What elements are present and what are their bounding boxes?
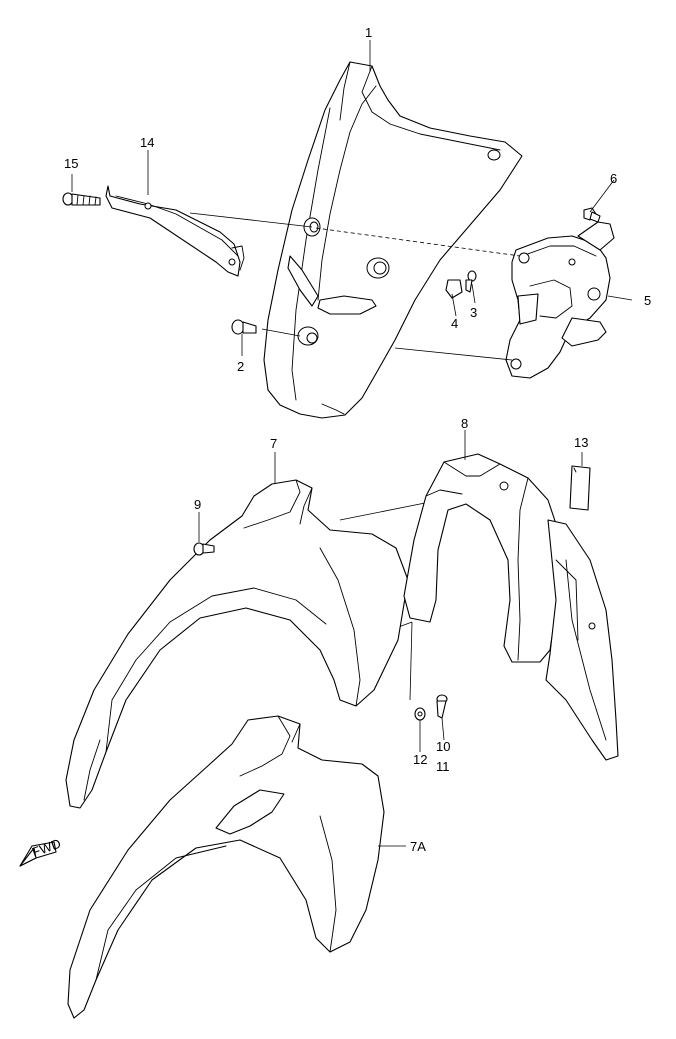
callout-7a: 7A xyxy=(410,839,426,854)
forward-arrow-icon: FWD xyxy=(19,836,63,867)
part-9-screw[interactable] xyxy=(193,542,215,556)
part-12-washer[interactable] xyxy=(414,707,426,721)
part-13-pad[interactable] xyxy=(569,465,591,511)
callout-14: 14 xyxy=(140,135,154,150)
part-4-clip-nut[interactable] xyxy=(445,279,463,299)
callout-6: 6 xyxy=(610,171,617,186)
callout-8: 8 xyxy=(461,416,468,431)
callout-2: 2 xyxy=(237,359,244,374)
part-1-front-cover[interactable] xyxy=(263,61,523,419)
callout-3: 3 xyxy=(470,305,477,320)
part-8-inner-fender[interactable] xyxy=(403,453,619,761)
part-6-bolt[interactable] xyxy=(583,207,601,223)
callout-13: 13 xyxy=(574,435,588,450)
callout-10: 10 xyxy=(436,739,450,754)
callout-1: 1 xyxy=(365,25,372,40)
callout-5: 5 xyxy=(644,293,651,308)
callout-labels: 1 2 3 4 5 6 7 7A 8 9 10 11 12 13 14 15 xyxy=(64,25,651,854)
part-7-front-fender[interactable] xyxy=(65,479,409,809)
part-15-screw[interactable] xyxy=(62,192,101,206)
callout-7: 7 xyxy=(270,436,277,451)
callout-11: 11 xyxy=(436,759,450,774)
part-14-bracket[interactable] xyxy=(105,185,245,277)
part-5-mount-bracket[interactable] xyxy=(505,221,615,379)
forward-arrow-label: FWD xyxy=(30,836,63,860)
callout-9: 9 xyxy=(194,497,201,512)
part-2-screw[interactable] xyxy=(231,319,257,335)
callout-15: 15 xyxy=(64,156,78,171)
part-7a-front-fender[interactable] xyxy=(67,715,385,1019)
callout-4: 4 xyxy=(451,316,458,331)
part-3-screw[interactable] xyxy=(465,270,477,293)
part-10-screw[interactable] xyxy=(436,694,448,719)
callout-12: 12 xyxy=(413,752,427,767)
callout-leaders xyxy=(71,40,633,847)
